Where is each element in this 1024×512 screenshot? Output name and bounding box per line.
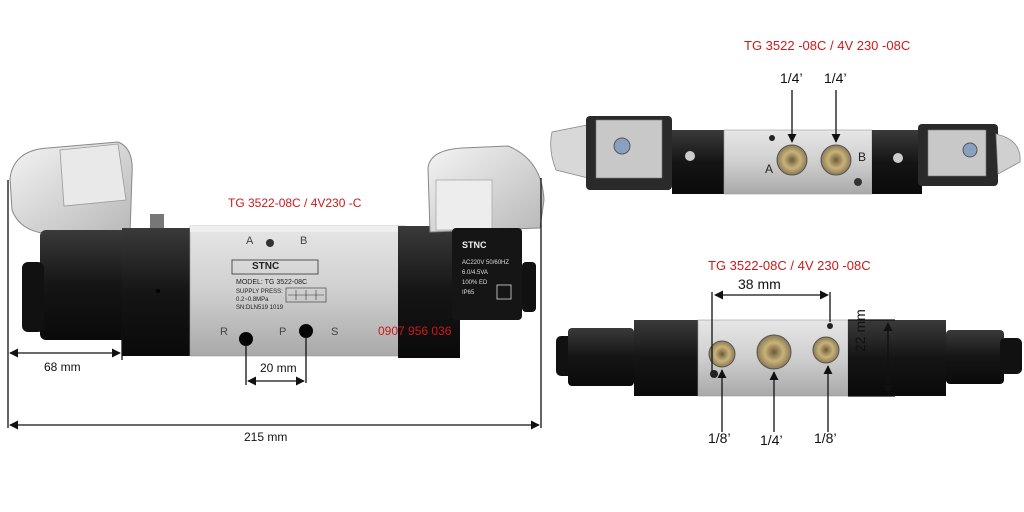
coil-ip: IP65 (462, 290, 475, 296)
dim-height-label: 22 mm (852, 309, 868, 352)
phone-overlay: 0907 956 036 (378, 324, 452, 338)
coil-brand: STNC (462, 240, 487, 250)
left-port-a: A (246, 235, 254, 247)
plate-supply: SUPPLY PRESS: (236, 289, 283, 295)
top-right-valve (550, 116, 1021, 195)
plate-model: MODEL: TG 3522-08C (236, 279, 308, 286)
plate-range: 0.2~0.8MPa (236, 297, 269, 303)
left-port-r: R (220, 326, 228, 338)
top-right-caption: TG 3522 -08C / 4V 230 -08C (744, 38, 911, 53)
dim-left-label: 68 mm (44, 360, 81, 374)
port-s-size: 1/8’ (814, 430, 837, 446)
top-port-a: A (765, 162, 774, 176)
left-port-p: P (279, 326, 287, 338)
bottom-right-caption: TG 3522-08C / 4V 230 -08C (708, 258, 871, 273)
port-r-size: 1/8’ (708, 430, 731, 446)
left-dimensions (7, 178, 542, 430)
dim-ports-label: 20 mm (260, 361, 297, 375)
port-p-size: 1/4’ (760, 432, 783, 448)
dim-total-label: 215 mm (244, 430, 288, 444)
dim-width-label: 38 mm (738, 276, 781, 292)
coil-power: 6.0/4.5VA (462, 270, 488, 276)
bottom-right-valve (556, 319, 1022, 397)
top-right-arrows (787, 90, 841, 143)
left-port-s: S (331, 326, 339, 338)
left-model-caption: TG 3522-08C / 4V230 -C (228, 196, 362, 210)
left-brand: STNC (252, 261, 280, 272)
left-valve (9, 141, 545, 358)
plate-serial: SN:DLN519 1019 (236, 305, 284, 311)
left-port-b: B (300, 235, 308, 247)
coil-duty: 100% ED (462, 280, 488, 286)
top-port-a-size: 1/4’ (780, 70, 803, 86)
coil-voltage: AC220V 50/60HZ (462, 260, 510, 266)
top-port-b: B (858, 150, 867, 164)
bottom-right-dimensions (711, 290, 895, 432)
top-port-b-size: 1/4’ (824, 70, 847, 86)
